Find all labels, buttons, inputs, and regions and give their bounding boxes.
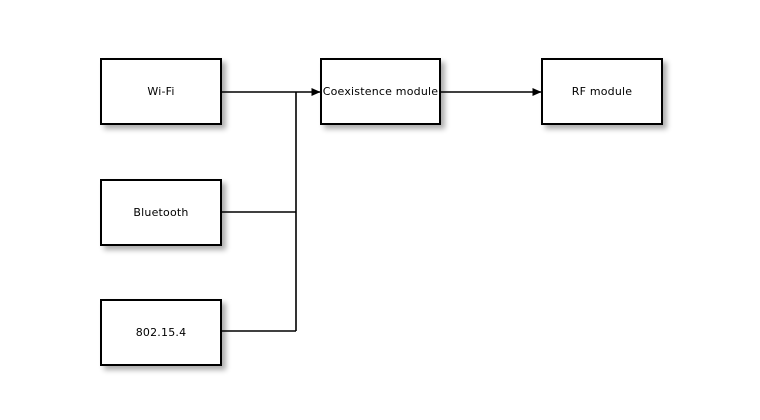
node-802-15-4-label: 802.15.4: [135, 326, 187, 339]
node-802-15-4[interactable]: 802.15.4: [100, 299, 222, 366]
node-coexistence-module[interactable]: Coexistence module: [320, 58, 441, 125]
node-wifi[interactable]: Wi-Fi: [100, 58, 222, 125]
node-bluetooth-label: Bluetooth: [133, 206, 189, 219]
node-rf-module[interactable]: RF module: [541, 58, 663, 125]
node-bluetooth[interactable]: Bluetooth: [100, 179, 222, 246]
node-wifi-label: Wi-Fi: [147, 85, 175, 98]
node-rf-module-label: RF module: [571, 85, 633, 98]
node-coexistence-module-label: Coexistence module: [322, 85, 439, 98]
